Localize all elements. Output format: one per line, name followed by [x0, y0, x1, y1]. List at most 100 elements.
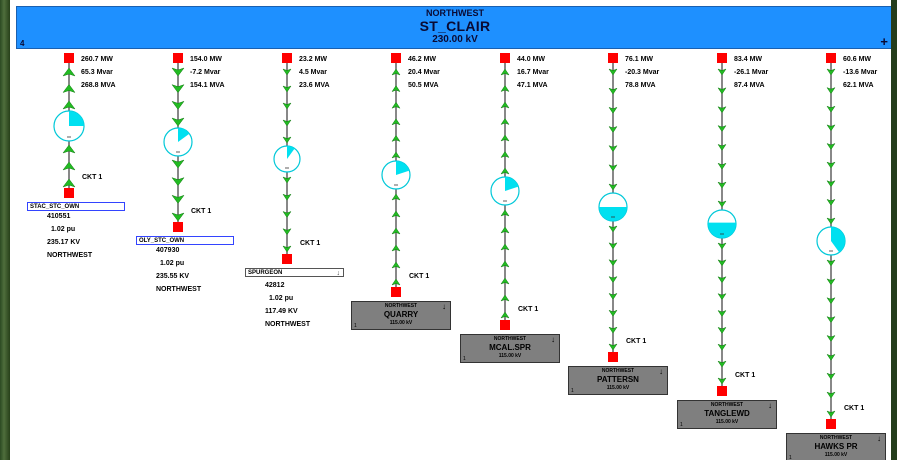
flow-arrow-hawkspr — [826, 142, 836, 150]
mva-value: 87.4 MVA — [734, 82, 765, 89]
background-edge-right — [891, 0, 897, 460]
flow-arrow-quarry — [391, 210, 401, 218]
top-breaker-stac[interactable] — [64, 53, 74, 63]
flow-arrow-mcal — [500, 118, 510, 126]
mva-value: 62.1 MVA — [843, 82, 874, 89]
down-arrow-icon[interactable]: ↓ — [551, 335, 555, 344]
flow-arrow-tanglewd — [717, 143, 727, 151]
top-breaker-mcal[interactable] — [500, 53, 510, 63]
flow-arrow-pattersn — [608, 164, 618, 172]
ext-bus-name-box-stac[interactable]: STAC_STC_OWN — [27, 202, 125, 211]
bottom-breaker-hawkspr[interactable] — [826, 419, 836, 429]
bottom-breaker-mcal[interactable] — [500, 320, 510, 330]
top-breaker-pattersn[interactable] — [608, 53, 618, 63]
mvar-value: 16.7 Mvar — [517, 69, 549, 76]
flow-arrow-oly — [171, 212, 185, 222]
ext-bus-area: NORTHWEST — [265, 321, 311, 328]
flow-arrow-oly — [171, 194, 185, 204]
mw-value: 260.7 MW — [81, 56, 113, 63]
flow-arrow-pattersn — [608, 292, 618, 300]
ext-bus-name-box-spurgeon[interactable]: SPURGEON↓ — [245, 268, 344, 277]
flow-arrow-quarry — [391, 278, 401, 286]
substation-kv: 115.00 kV — [606, 385, 630, 391]
ext-bus-name-box-oly[interactable]: OLY_STC_OWN — [136, 236, 234, 245]
flow-arrow-hawkspr — [826, 217, 836, 225]
flow-arrow-pattersn — [608, 145, 618, 153]
top-breaker-spurgeon[interactable] — [282, 53, 292, 63]
substation-area: NORTHWEST — [384, 303, 418, 309]
flow-arrow-stac — [62, 67, 76, 77]
bottom-breaker-spurgeon[interactable] — [282, 254, 292, 264]
down-arrow-icon[interactable]: ↓ — [442, 302, 446, 311]
top-breaker-oly[interactable] — [173, 53, 183, 63]
branch-lines-layer — [53, 53, 846, 429]
flow-arrow-quarry — [391, 227, 401, 235]
mw-value: 76.1 MW — [625, 56, 654, 63]
mva-value: 268.8 MVA — [81, 82, 116, 89]
flow-arrow-hawkspr — [826, 278, 836, 286]
expand-plus-icon[interactable]: + — [880, 34, 888, 49]
ext-bus-kv: 235.55 KV — [156, 273, 190, 280]
flow-arrow-oly — [171, 100, 185, 110]
bus-voltage-label: 230.00 kV — [432, 34, 478, 45]
down-arrow-icon[interactable]: ↓ — [877, 434, 881, 443]
flow-arrow-tanglewd — [717, 377, 727, 385]
mw-value: 23.2 MW — [299, 56, 328, 63]
ckt-label-pattersn: CKT 1 — [626, 338, 647, 345]
flow-arrow-quarry — [391, 151, 401, 159]
flow-arrow-mcal — [500, 311, 510, 319]
top-breaker-tanglewd[interactable] — [717, 53, 727, 63]
bottom-breaker-tanglewd[interactable] — [717, 386, 727, 396]
flow-arrow-mcal — [500, 294, 510, 302]
flow-arrow-pattersn — [608, 106, 618, 114]
flow-arrow-hawkspr — [826, 259, 836, 267]
dropdown-arrow-icon[interactable]: ↓ — [336, 270, 341, 277]
substation-number: 1 — [789, 455, 792, 460]
transformer-fill-oly — [178, 128, 190, 142]
flow-values-spurgeon: 23.2 MW 4.5 Mvar 23.6 MVA — [299, 53, 330, 92]
flow-arrow-mcal — [500, 68, 510, 76]
mva-value: 23.6 MVA — [299, 82, 330, 89]
flow-arrow-hawkspr — [826, 297, 836, 305]
mvar-value: 4.5 Mvar — [299, 69, 328, 76]
flow-arrow-tanglewd — [717, 87, 727, 95]
top-breaker-hawkspr[interactable] — [826, 53, 836, 63]
transformer-fill-mcal — [505, 177, 519, 191]
top-breaker-quarry[interactable] — [391, 53, 401, 63]
flow-arrow-spurgeon — [282, 228, 292, 236]
ext-bus-pu: 1.02 pu — [269, 295, 294, 302]
substation-name: PATTERSN — [597, 375, 639, 384]
bottom-breaker-pattersn[interactable] — [608, 352, 618, 362]
bottom-breaker-oly[interactable] — [173, 222, 183, 232]
flow-arrow-spurgeon — [282, 193, 292, 201]
substation-kv: 115.00 kV — [715, 419, 739, 425]
bottom-breaker-stac[interactable] — [64, 188, 74, 198]
flow-arrow-pattersn — [608, 276, 618, 284]
st-clair-bus[interactable]: NORTHWEST ST_CLAIR 230.00 kV 4 + — [16, 6, 891, 49]
flow-arrow-mcal — [500, 209, 510, 217]
substation-kv: 115.00 kV — [498, 353, 522, 359]
down-arrow-icon[interactable]: ↓ — [768, 401, 772, 410]
flow-arrow-pattersn — [608, 309, 618, 317]
flow-arrow-mcal — [500, 226, 510, 234]
mvar-value: -13.6 Mvar — [843, 69, 878, 76]
transformer-fill-hawkspr — [831, 227, 845, 253]
flow-arrow-tanglewd — [717, 68, 727, 76]
flow-arrow-quarry — [391, 244, 401, 252]
oneline-diagram-canvas[interactable]: NORTHWEST ST_CLAIR 230.00 kV 4 + 260.7 M… — [10, 0, 891, 460]
flow-arrow-spurgeon — [282, 210, 292, 218]
ckt-label-spurgeon: CKT 1 — [300, 240, 321, 247]
down-arrow-icon[interactable]: ↓ — [659, 367, 663, 376]
flow-arrow-pattersn — [608, 259, 618, 267]
flow-arrow-hawkspr — [826, 391, 836, 399]
bottom-breaker-quarry[interactable] — [391, 287, 401, 297]
transformer-fill-stac — [69, 111, 84, 126]
flow-arrow-spurgeon — [282, 68, 292, 76]
